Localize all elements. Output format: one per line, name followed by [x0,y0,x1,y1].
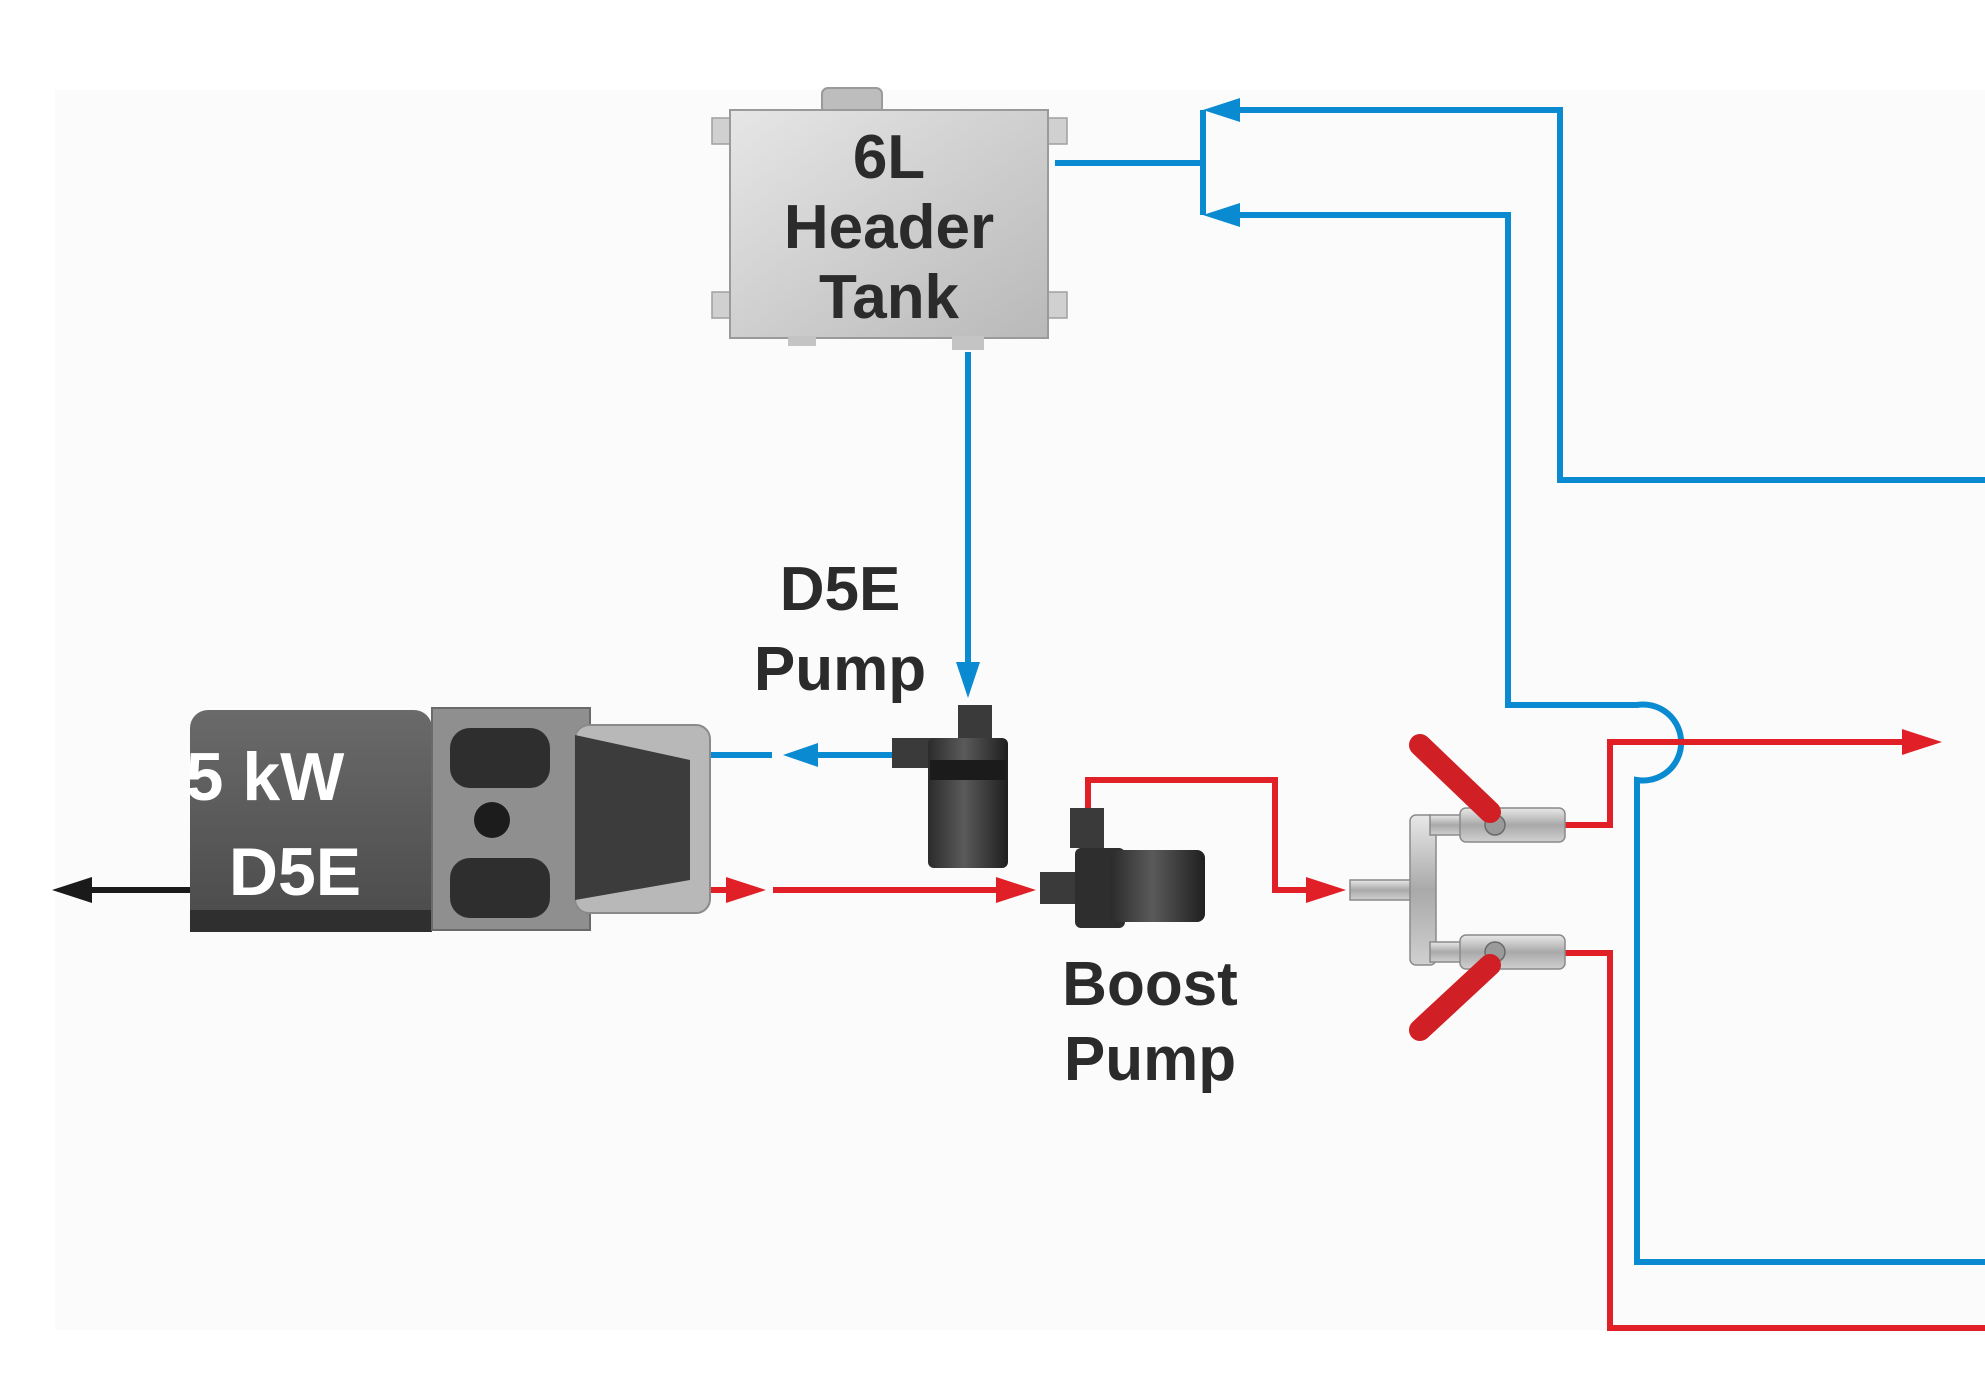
arrow-head [783,743,818,767]
heater-label-line-2: D5E [229,834,361,910]
arrow-head [52,877,92,903]
tank-label-line-2: Header [784,193,994,262]
header-tank: 6L Header Tank [711,87,1068,350]
boost-pump-label-line-1: Boost [1062,950,1238,1019]
arrow-head [996,877,1036,903]
boost-out-pipe [1085,777,1310,893]
arrow-head [1902,729,1942,755]
manifold-tee [1409,814,1437,966]
arrow-head [1306,877,1346,903]
d5e-pump: D5E Pump [754,555,1008,868]
heater-body [190,710,432,932]
heater-label-line-1: 5 kW [186,739,346,815]
pump-body [928,738,1008,868]
tank-label-line-1: 6L [853,123,925,192]
boost-pump-label-line-2: Pump [1064,1025,1236,1094]
valve-manifold [1349,734,1566,1041]
d5e-pump-label-line-2: Pump [754,635,926,704]
boost-motor [1110,850,1205,922]
arrow-head [726,877,766,903]
arrow-head [1203,203,1240,227]
flow-pipe-lower [1565,950,1985,1331]
return-pipe-outer [1215,107,1985,483]
boost-top-fitting [1070,808,1104,848]
lower-valve-handle [1409,954,1501,1041]
d5e-heater: 5 kW D5E [186,707,711,932]
hot-arrowheads [726,729,1942,903]
flow-pipe-upper [1565,739,1905,828]
arrow-head [956,662,980,698]
boost-pump: Boost Pump [1040,808,1238,1094]
upper-valve-handle [1409,734,1501,823]
exhaust-outlet [52,877,190,903]
arrow-head [1203,98,1240,122]
heater-inlet-port [450,728,550,788]
tank-body [729,109,1049,339]
pump-top-fitting [958,705,992,739]
heater-outlet-port [450,858,550,918]
d5e-pump-label-line-1: D5E [780,555,901,624]
tank-label-line-3: Tank [819,263,960,332]
